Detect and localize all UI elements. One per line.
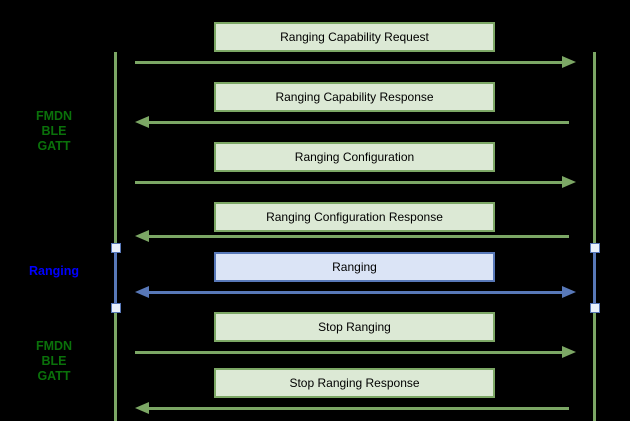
activation-handle-left-top — [111, 243, 121, 253]
arrow-line — [135, 351, 563, 354]
phase-label-line: BLE — [41, 124, 67, 138]
activation-handle-right-bottom — [590, 303, 600, 313]
message-box-stop-ranging-response: Stop Ranging Response — [214, 368, 495, 398]
message-box-ranging-configuration-response: Ranging Configuration Response — [214, 202, 495, 232]
arrow-line — [148, 291, 563, 294]
arrow-stop-ranging — [135, 346, 576, 358]
arrowhead-right-icon — [562, 56, 576, 68]
message-label: Stop Ranging — [318, 320, 391, 334]
activation-handle-left-bottom — [111, 303, 121, 313]
message-label: Ranging Capability Response — [275, 90, 434, 104]
arrow-ranging-configuration — [135, 176, 576, 188]
arrow-line — [148, 407, 569, 410]
arrowhead-left-icon — [135, 116, 149, 128]
phase-label-ranging: Ranging — [10, 264, 98, 279]
phase-label-line: GATT — [37, 139, 71, 153]
message-label: Ranging — [332, 260, 377, 274]
message-label: Stop Ranging Response — [289, 376, 420, 390]
activation-handle-right-top — [590, 243, 600, 253]
message-box-ranging-capability-response: Ranging Capability Response — [214, 82, 495, 112]
message-box-stop-ranging: Stop Ranging — [214, 312, 495, 342]
arrowhead-left-icon — [135, 286, 149, 298]
phase-label-line: FMDN — [35, 109, 73, 123]
arrow-ranging-configuration-response — [135, 230, 576, 242]
phase-label-fmdn-ble-gatt-bottom: FMDN BLE GATT — [10, 339, 98, 384]
phase-label-line: FMDN — [35, 339, 73, 353]
ranging-activation-bar-right — [593, 247, 596, 309]
arrowhead-right-icon — [562, 286, 576, 298]
message-label: Ranging Configuration — [294, 150, 415, 164]
message-box-ranging-capability-request: Ranging Capability Request — [214, 22, 495, 52]
arrow-stop-ranging-response — [135, 402, 576, 414]
message-box-ranging: Ranging — [214, 252, 495, 282]
phase-label-line: BLE — [41, 354, 67, 368]
lifeline-right — [593, 52, 596, 421]
message-label: Ranging Configuration Response — [266, 210, 443, 224]
phase-label-fmdn-ble-gatt-top: FMDN BLE GATT — [10, 109, 98, 154]
arrow-ranging-bidirectional — [135, 286, 576, 298]
message-label: Ranging Capability Request — [280, 30, 429, 44]
arrow-line — [148, 235, 569, 238]
phase-label-line: GATT — [37, 369, 71, 383]
ranging-activation-bar-left — [114, 247, 117, 309]
arrow-line — [135, 61, 563, 64]
arrow-ranging-capability-response — [135, 116, 576, 128]
arrow-ranging-capability-request — [135, 56, 576, 68]
phase-label-line: Ranging — [29, 264, 79, 278]
arrow-line — [148, 121, 569, 124]
arrowhead-left-icon — [135, 402, 149, 414]
arrow-line — [135, 181, 563, 184]
arrowhead-right-icon — [562, 176, 576, 188]
arrowhead-right-icon — [562, 346, 576, 358]
arrowhead-left-icon — [135, 230, 149, 242]
message-box-ranging-configuration: Ranging Configuration — [214, 142, 495, 172]
lifeline-left — [114, 52, 117, 421]
